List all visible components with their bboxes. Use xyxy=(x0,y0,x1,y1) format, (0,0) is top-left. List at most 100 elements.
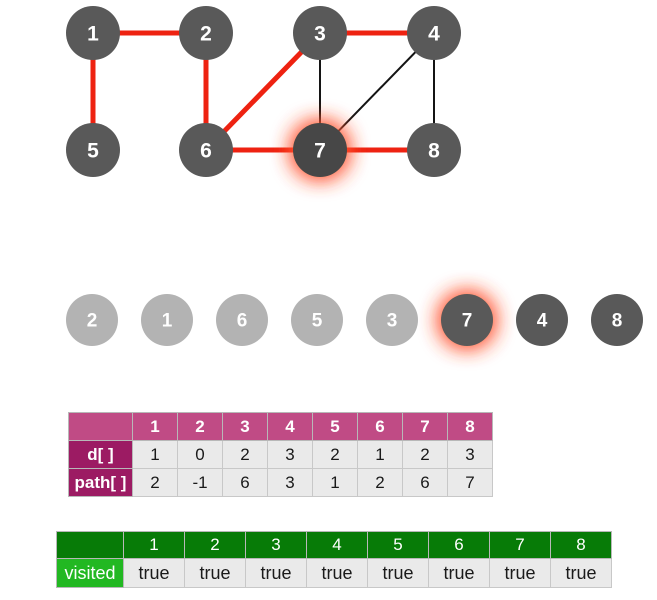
visited-table-column-header-7: 7 xyxy=(489,531,551,559)
queue-item-label-8: 8 xyxy=(612,311,623,332)
distance-table-cell-7: 6 xyxy=(402,468,448,497)
graph-visualization-panel: 1 2 3 4 5 6 7 8 xyxy=(0,0,657,260)
distance-table-cell-1: 2 xyxy=(132,468,178,497)
distance-table-column-header-3: 3 xyxy=(222,412,268,441)
distance-table-row-label: path[ ] xyxy=(68,468,133,497)
visited-table-column-header-1: 1 xyxy=(123,531,185,559)
visited-table-cell-3: true xyxy=(245,558,307,588)
graph-node-7[interactable]: 7 xyxy=(293,123,347,177)
queue-item-label-1: 1 xyxy=(162,311,173,332)
queue-item-7[interactable]: 7 xyxy=(441,294,493,346)
queue-item-label-3: 3 xyxy=(387,311,398,332)
queue-item-5[interactable]: 5 xyxy=(291,294,343,346)
graph-edge-group xyxy=(90,30,435,153)
visited-table-cell-7: true xyxy=(489,558,551,588)
distance-table-cell-5: 1 xyxy=(312,468,358,497)
visited-table-column-header-4: 4 xyxy=(306,531,368,559)
queue-item-label-5: 5 xyxy=(312,311,323,332)
graph-node-circle-6[interactable] xyxy=(179,123,233,177)
queue-item-circle-6[interactable] xyxy=(216,294,268,346)
visited-table-column-header-2: 2 xyxy=(184,531,246,559)
distance-table-column-header-7: 7 xyxy=(402,412,448,441)
queue-item-circle-4[interactable] xyxy=(516,294,568,346)
queue-item-2[interactable]: 2 xyxy=(66,294,118,346)
graph-node-label-7: 7 xyxy=(314,140,326,163)
distance-table-cell-3: 6 xyxy=(222,468,268,497)
visited-table-cell-6: true xyxy=(428,558,490,588)
graph-node-label-1: 1 xyxy=(87,23,99,46)
graph-node-2[interactable]: 2 xyxy=(179,6,233,60)
graph-node-1[interactable]: 1 xyxy=(66,6,120,60)
queue-item-circle-8[interactable] xyxy=(591,294,643,346)
distance-table-cell-6: 1 xyxy=(357,440,403,469)
distance-table-column-header-8: 8 xyxy=(447,412,493,441)
visited-table-cell-5: true xyxy=(367,558,429,588)
distance-table-column-header-1: 1 xyxy=(132,412,178,441)
queue-item-label-4: 4 xyxy=(537,311,548,332)
queue-item-label-6: 6 xyxy=(237,311,248,332)
distance-table-cell-2: 0 xyxy=(177,440,223,469)
queue-item-4[interactable]: 4 xyxy=(516,294,568,346)
queue-node-group: 2 1 6 5 3 7 4 8 xyxy=(66,294,643,346)
graph-edge-3-6 xyxy=(204,31,322,152)
queue-item-label-7: 7 xyxy=(462,311,473,332)
graph-node-circle-8[interactable] xyxy=(407,123,461,177)
queue-item-circle-1[interactable] xyxy=(141,294,193,346)
graph-node-circle-3[interactable] xyxy=(293,6,347,60)
graph-node-5[interactable]: 5 xyxy=(66,123,120,177)
queue-item-8[interactable]: 8 xyxy=(591,294,643,346)
queue-item-6[interactable]: 6 xyxy=(216,294,268,346)
queue-item-circle-2[interactable] xyxy=(66,294,118,346)
graph-node-circle-2[interactable] xyxy=(179,6,233,60)
distance-table-cell-8: 3 xyxy=(447,440,493,469)
graph-node-6[interactable]: 6 xyxy=(179,123,233,177)
graph-node-circle-7[interactable] xyxy=(293,123,347,177)
visited-table-cell-8: true xyxy=(550,558,612,588)
distance-table-cell-3: 2 xyxy=(222,440,268,469)
graph-node-circle-1[interactable] xyxy=(66,6,120,60)
queue-item-circle-3[interactable] xyxy=(366,294,418,346)
distance-table-cell-4: 3 xyxy=(267,440,313,469)
graph-node-3[interactable]: 3 xyxy=(293,6,347,60)
graph-node-circle-5[interactable] xyxy=(66,123,120,177)
visited-table-column-header-5: 5 xyxy=(367,531,429,559)
graph-edge-4-7 xyxy=(319,32,435,151)
graph-node-label-6: 6 xyxy=(200,140,212,163)
distance-table-column-header-4: 4 xyxy=(267,412,313,441)
graph-node-4[interactable]: 4 xyxy=(407,6,461,60)
visited-table-column-header-6: 6 xyxy=(428,531,490,559)
visited-table-corner xyxy=(56,531,124,559)
visited-table-column-header-3: 3 xyxy=(245,531,307,559)
visited-table-row-label: visited xyxy=(56,558,124,588)
distance-table-row-label: d[ ] xyxy=(68,440,133,469)
graph-node-label-3: 3 xyxy=(314,23,326,46)
graph-node-label-4: 4 xyxy=(428,23,440,46)
distance-table-cell-6: 2 xyxy=(357,468,403,497)
distance-table-column-header-5: 5 xyxy=(312,412,358,441)
graph-node-circle-4[interactable] xyxy=(407,6,461,60)
queue-canvas: 2 1 6 5 3 7 4 8 xyxy=(66,294,643,346)
distance-table-column-header-2: 2 xyxy=(177,412,223,441)
queue-item-circle-5[interactable] xyxy=(291,294,343,346)
graph-node-label-8: 8 xyxy=(428,140,440,163)
queue-item-circle-7[interactable] xyxy=(441,294,493,346)
visited-table-column-header-8: 8 xyxy=(550,531,612,559)
distance-table-corner xyxy=(68,412,133,441)
visited-table-cell-4: true xyxy=(306,558,368,588)
visited-table-cell-2: true xyxy=(184,558,246,588)
distance-table-cell-2: -1 xyxy=(177,468,223,497)
distance-table-column-header-6: 6 xyxy=(357,412,403,441)
graph-node-8[interactable]: 8 xyxy=(407,123,461,177)
queue-item-1[interactable]: 1 xyxy=(141,294,193,346)
queue-item-3[interactable]: 3 xyxy=(366,294,418,346)
distance-table-cell-5: 2 xyxy=(312,440,358,469)
